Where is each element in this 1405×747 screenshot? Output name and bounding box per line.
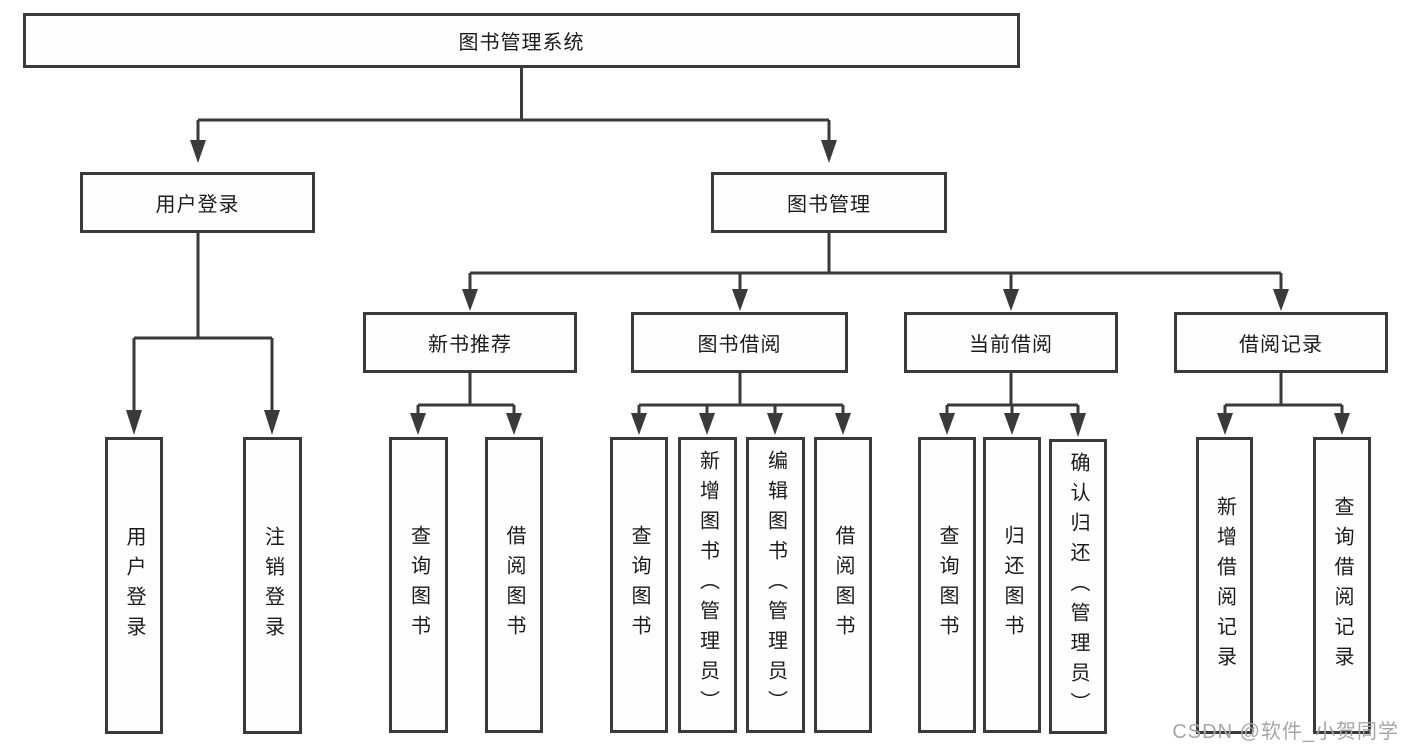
node-label: 新书推荐 [428, 334, 512, 356]
node-label: 归还图书 [1001, 525, 1023, 645]
node-label: 图书管理系统 [458, 32, 585, 54]
node-add-books-admin: 新增图书（管理员） [678, 437, 737, 733]
node-user-login-module: 用户登录 [80, 172, 315, 233]
node-query-borrow-record: 查询借阅记录 [1313, 437, 1371, 734]
node-label: 查询借阅记录 [1331, 495, 1353, 676]
node-query-books: 查询图书 [389, 437, 448, 733]
node-label: 确认归还（管理员） [1067, 451, 1089, 722]
node-label: 用户登录 [155, 194, 240, 216]
node-library-management-system: 图书管理系统 [23, 13, 1020, 68]
node-return-books: 归还图书 [983, 437, 1041, 733]
node-add-borrow-record: 新增借阅记录 [1196, 437, 1253, 734]
node-label: 图书管理 [787, 194, 871, 216]
node-label: 借阅图书 [832, 525, 854, 645]
node-label: 当前借阅 [969, 334, 1053, 356]
node-label: 借阅记录 [1239, 334, 1323, 356]
node-query-books: 查询图书 [918, 437, 976, 733]
node-confirm-return-admin: 确认归还（管理员） [1049, 439, 1107, 734]
node-query-books: 查询图书 [610, 437, 668, 733]
node-label: 查询图书 [936, 525, 958, 645]
node-label: 用户登录 [123, 525, 145, 646]
node-label: 借阅图书 [503, 525, 525, 645]
node-label: 查询图书 [628, 525, 650, 645]
node-new-book-recommend: 新书推荐 [363, 312, 577, 373]
node-label: 图书借阅 [697, 334, 782, 356]
node-label: 查询图书 [407, 525, 430, 645]
node-label: 新增图书（管理员） [696, 450, 719, 720]
node-book-borrowing: 图书借阅 [631, 312, 848, 373]
node-label: 新增借阅记录 [1213, 495, 1236, 676]
node-borrowing-records: 借阅记录 [1174, 312, 1388, 373]
node-borrow-books: 借阅图书 [814, 437, 872, 733]
node-borrow-books: 借阅图书 [485, 437, 543, 733]
node-current-borrowing: 当前借阅 [904, 312, 1118, 373]
csdn-watermark: CSDN @软件_小贺同学 [1172, 721, 1399, 743]
node-logout: 注销登录 [243, 437, 302, 734]
node-label: 编辑图书（管理员） [764, 450, 787, 720]
node-user-login: 用户登录 [105, 437, 163, 734]
node-book-management-module: 图书管理 [711, 172, 947, 233]
node-label: 注销登录 [261, 525, 284, 646]
node-edit-books-admin: 编辑图书（管理员） [746, 437, 805, 733]
